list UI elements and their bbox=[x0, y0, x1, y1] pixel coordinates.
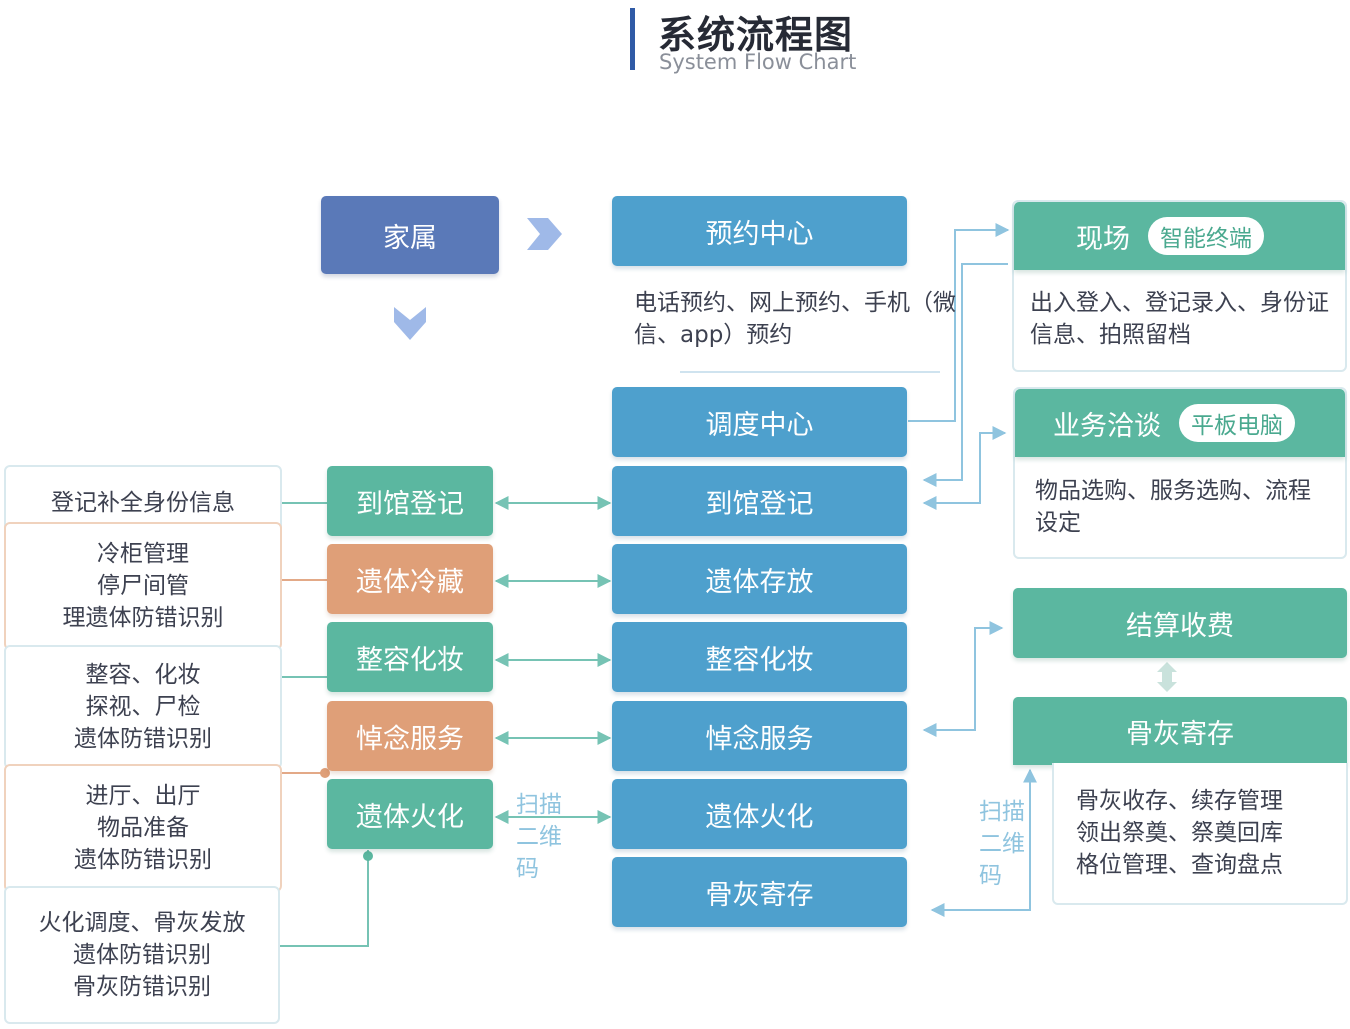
panel-line: 冷柜管理 bbox=[97, 541, 189, 567]
panel-line: 遗体防错识别 bbox=[73, 942, 211, 968]
panel-line: 停尸间管 bbox=[97, 573, 189, 599]
left-panel-cremation: 火化调度、骨灰发放 遗体防错识别 骨灰防错识别 bbox=[4, 886, 280, 1024]
page-subtitle: System Flow Chart bbox=[659, 50, 857, 74]
left-panel-makeup: 整容、化妆 探视、尸检 遗体防错识别 bbox=[4, 645, 282, 769]
business-card: 业务洽谈 平板电脑 物品选购、服务选购、流程设定 bbox=[1013, 387, 1347, 559]
panel-line: 整容、化妆 bbox=[85, 662, 201, 688]
ash-storage-panel: 骨灰收存、续存管理 领出祭奠、祭奠回库 格位管理、查询盘点 bbox=[1052, 763, 1348, 905]
panel-line: 骨灰收存、续存管理 bbox=[1076, 788, 1283, 814]
scan-qr-label-right: 扫描二维码 bbox=[979, 799, 1025, 889]
smart-terminal-badge: 智能终端 bbox=[1148, 217, 1264, 255]
business-title: 业务洽谈 bbox=[1053, 410, 1161, 442]
double-arrow-icon bbox=[1157, 662, 1177, 692]
service-node-refrigeration: 遗体冷藏 bbox=[327, 544, 493, 614]
page-title: 系统流程图 bbox=[658, 13, 854, 57]
service-node-cremation: 遗体火化 bbox=[327, 779, 493, 849]
booking-description: 电话预约、网上预约、手机（微信、app）预约 bbox=[634, 290, 956, 348]
panel-line: 进厅、出厅 bbox=[85, 783, 201, 809]
onsite-title: 现场 bbox=[1076, 223, 1130, 255]
left-panel-refrigeration: 冷柜管理 停尸间管 理遗体防错识别 bbox=[4, 522, 282, 650]
center-node-ash-storage: 骨灰寄存 bbox=[612, 857, 907, 927]
panel-line: 理遗体防错识别 bbox=[62, 605, 224, 631]
center-node-body-storage: 遗体存放 bbox=[612, 544, 907, 614]
panel-line: 探视、尸检 bbox=[85, 694, 201, 720]
center-node-cremation: 遗体火化 bbox=[612, 779, 907, 849]
panel-line: 骨灰防错识别 bbox=[73, 974, 211, 1000]
ash-storage-box: 骨灰寄存 bbox=[1013, 697, 1347, 765]
scan-qr-label: 扫描二维码 bbox=[516, 792, 562, 882]
business-description: 物品选购、服务选购、流程设定 bbox=[1035, 478, 1311, 536]
panel-line: 登记补全身份信息 bbox=[51, 490, 235, 516]
panel-line: 物品准备 bbox=[97, 815, 189, 841]
panel-line: 遗体防错识别 bbox=[74, 847, 212, 873]
arrow-right-icon bbox=[527, 218, 562, 250]
panel-line: 领出祭奠、祭奠回库 bbox=[1076, 820, 1283, 846]
title-accent-bar bbox=[630, 8, 635, 70]
arrow-down-icon bbox=[394, 307, 426, 340]
center-node-memorial: 悼念服务 bbox=[612, 701, 907, 771]
panel-line: 遗体防错识别 bbox=[74, 726, 212, 752]
service-node-registration: 到馆登记 bbox=[327, 466, 493, 536]
tablet-badge: 平板电脑 bbox=[1179, 404, 1295, 442]
onsite-description: 出入登入、登记录入、身份证信息、拍照留档 bbox=[1030, 290, 1329, 348]
panel-line: 火化调度、骨灰发放 bbox=[38, 910, 246, 936]
left-panel-memorial: 进厅、出厅 物品准备 遗体防错识别 bbox=[4, 764, 282, 892]
center-node-makeup: 整容化妆 bbox=[612, 622, 907, 692]
service-node-memorial: 悼念服务 bbox=[327, 701, 493, 771]
booking-center-box: 预约中心 bbox=[612, 196, 907, 266]
onsite-card: 现场 智能终端 出入登入、登记录入、身份证信息、拍照留档 bbox=[1012, 200, 1347, 372]
panel-line: 格位管理、查询盘点 bbox=[1076, 852, 1283, 878]
settlement-box: 结算收费 bbox=[1013, 588, 1347, 658]
center-node-registration: 到馆登记 bbox=[612, 466, 907, 536]
family-box: 家属 bbox=[321, 196, 499, 274]
service-node-makeup: 整容化妆 bbox=[327, 622, 493, 692]
center-node-dispatch: 调度中心 bbox=[612, 387, 907, 457]
